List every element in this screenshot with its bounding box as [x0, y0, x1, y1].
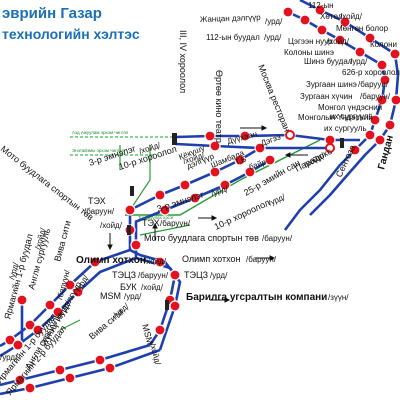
label-mongol-undes2: Монголын Үндэсний	[298, 113, 373, 122]
stops	[4, 4, 400, 394]
label-olimp2: Олимп хотхон	[182, 254, 240, 264]
label-mongol-undes1-b: их сургууль	[330, 112, 373, 121]
label-10r-khoroo2: 10-р хороолол	[213, 197, 272, 231]
label-10r-khoroo2-b: /урд/	[267, 192, 287, 208]
label-buk: БУК	[120, 282, 137, 292]
label-mongol-undes2-b: их сургууль	[324, 124, 367, 133]
label-112-khoid: 112-ын	[308, 1, 334, 10]
label-tets2: ТЭЦЗ	[184, 270, 208, 280]
label-tets: ТЭЦЗ	[112, 270, 136, 280]
label-tets2-b: /урд/	[210, 271, 228, 280]
label-tb: Т.Б	[234, 154, 248, 166]
map-subtitle: технологийн хэлтэс	[2, 26, 140, 42]
label-tekh-khoid: ТЭХ	[88, 196, 106, 206]
label-olimp-b: /хойд/	[144, 257, 167, 266]
label-mongol-undes1: Монгол үндэсний	[318, 103, 382, 112]
label-bair: байр	[248, 157, 268, 172]
label-barilga-b: /зүүн/	[328, 293, 349, 302]
label-khotel: Хөтөл	[320, 12, 343, 21]
label-barilga: Барилга угсралтын компани	[186, 292, 327, 303]
map-title: эврийн Газар	[2, 5, 102, 22]
label-khotel-b: /хойд/	[340, 12, 363, 21]
label-vivaciti: Вива сити	[52, 219, 73, 262]
label-msm: MSM	[100, 291, 121, 301]
label-zhantsan: Жанцан дэлгүүр	[200, 13, 262, 24]
label-tets-b: /баруун/	[138, 271, 169, 280]
label-tsegeen-b: /хойд/	[327, 37, 350, 46]
note-c: Тохируулах хэсэг	[138, 215, 174, 220]
label-626: 626-р хороолол	[342, 68, 400, 77]
label-olimp: Олимп хотхон	[76, 255, 146, 266]
label-yarmag-bottom-b: /урд/	[0, 353, 18, 362]
label-zurgaan-khuchin: Зургаан хүчин	[300, 92, 353, 101]
label-msm-b: /урд/	[124, 292, 142, 301]
label-ub-b: /урд/	[265, 17, 283, 26]
label-moto-urd-b: /баруун/	[262, 234, 293, 243]
label-zurgaan-shinee-b: /баруун/	[358, 80, 389, 89]
label-monkhbolor: Мөнгөн болор	[336, 24, 389, 33]
label-sentoza: Сентоза	[334, 143, 358, 179]
label-kolonii: Колони	[370, 40, 397, 49]
minor-stops	[285, 130, 335, 153]
note-b: Энэтайзмы эрхэм чиглэл	[72, 147, 124, 153]
note-a: Азд Ажуулам эрхэм чиглэл	[72, 130, 129, 135]
label-112-buudal: 112-ын буудал	[206, 33, 260, 42]
label-shine-buudal-b: /урд/	[350, 57, 368, 66]
label-112-buudal-b: /урд/	[264, 33, 282, 42]
label-tekh-b: /баруун/	[160, 219, 191, 228]
label-tekh: ТЭХ	[142, 218, 160, 228]
route-notes: Азд Ажуулам эрхэм чиглэл Энэтайзмы эрхэм…	[72, 130, 174, 220]
label-moto-khoid-b: /хойд/	[100, 221, 123, 230]
label-moscow: Москва ресторан	[256, 63, 292, 133]
label-3r-emneleg2-b: /урд/	[210, 184, 230, 198]
label-buk-b: /хойд/	[141, 283, 164, 292]
label-shine-buudal: Шинэ буудал	[304, 57, 353, 66]
label-tsegeen: Цэгээн нуур	[288, 37, 333, 46]
label-ortee-kino: Өртөө кино театр	[214, 70, 224, 143]
label-moto-urd: Мото буудлага спортын төв	[144, 233, 259, 243]
traffic-lights	[127, 133, 344, 310]
label-zurgaan-khuchin-b: /баруун/	[360, 92, 391, 101]
label-tekh-khoid-b: /баруун/	[84, 207, 115, 216]
direction-arrows	[107, 125, 308, 303]
label-zurgaan-shinee: Зургаан шинэ	[306, 80, 357, 89]
label-iii-iv: III, IV хороолол	[178, 30, 188, 93]
label-olimp2-b: /баруун/	[246, 255, 277, 264]
label-kolonii-shinee: Колоны шинэ	[284, 48, 334, 57]
